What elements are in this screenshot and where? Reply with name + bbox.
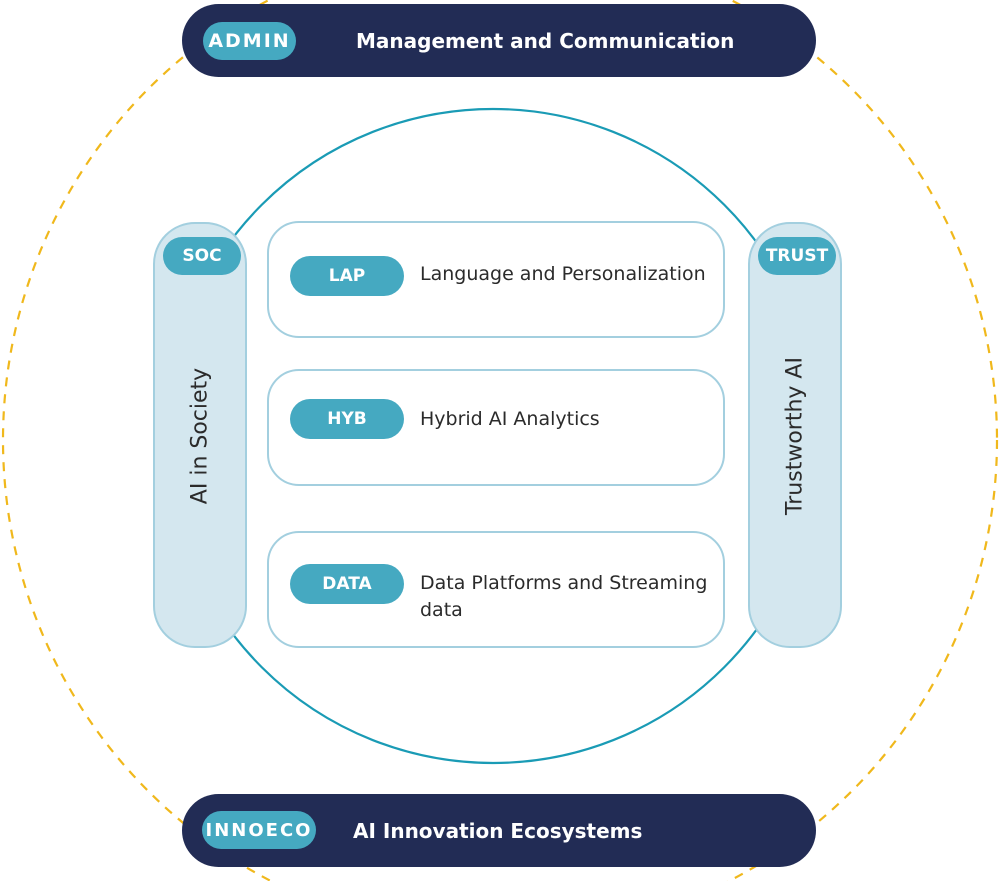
innoeco-bar: INNOECO AI Innovation Ecosystems bbox=[182, 794, 816, 867]
admin-title: Management and Communication bbox=[356, 28, 735, 53]
hyb-text: Hybrid AI Analytics bbox=[420, 408, 600, 430]
admin-bar: ADMIN Management and Communication bbox=[182, 4, 816, 77]
innoeco-title: AI Innovation Ecosystems bbox=[353, 818, 643, 843]
data-box: DATA Data Platforms and Streaming data bbox=[267, 531, 725, 648]
lap-box: LAP Language and Personalization bbox=[267, 221, 725, 338]
soc-pillar: SOC AI in Society bbox=[153, 222, 247, 648]
trust-label: Trustworthy AI bbox=[782, 357, 808, 515]
data-code-badge: DATA bbox=[290, 564, 404, 604]
data-text: Data Platforms and Streaming data bbox=[420, 572, 708, 621]
lap-code-badge: LAP bbox=[290, 256, 404, 296]
soc-label: AI in Society bbox=[187, 367, 213, 505]
hyb-code-badge: HYB bbox=[290, 399, 404, 439]
innoeco-code-badge: INNOECO bbox=[202, 811, 316, 849]
soc-code-badge: SOC bbox=[163, 237, 241, 275]
trust-pillar: TRUST Trustworthy AI bbox=[748, 222, 842, 648]
admin-code-badge: ADMIN bbox=[203, 22, 296, 60]
hyb-box: HYB Hybrid AI Analytics bbox=[267, 369, 725, 486]
trust-code-badge: TRUST bbox=[758, 237, 836, 275]
lap-text: Language and Personalization bbox=[420, 263, 706, 285]
